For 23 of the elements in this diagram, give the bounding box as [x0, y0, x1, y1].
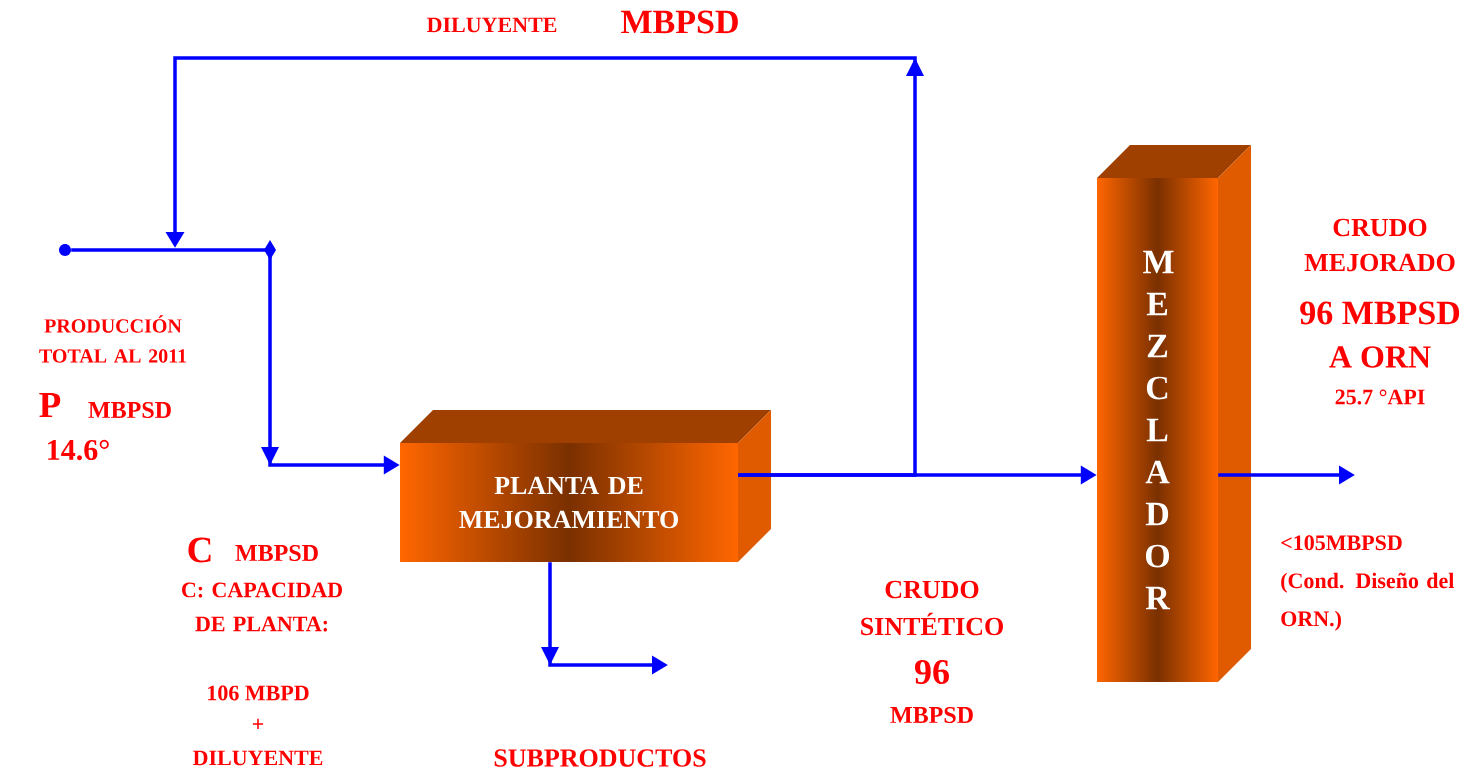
label-text: 96 MBPSD: [1300, 301, 1460, 325]
label-text: 106 MBPD: [208, 685, 309, 701]
process-block: PLANTA DE MEJORAMIENTO: [400, 410, 771, 562]
label-text: PRODUCCIÓN TOTAL AL 2011: [39, 315, 187, 363]
label-text: CRUDO MEJORADO: [1304, 218, 1455, 272]
label-text: P: [39, 392, 61, 418]
label-text: MBPSD: [890, 706, 973, 724]
label-text: 14.6°: [48, 439, 109, 461]
label-text: <105MBPSD (Cond. Diseño del ORN.): [1281, 535, 1454, 631]
label-text: SUBPRODUCTOS: [494, 749, 706, 767]
label-text: +: [252, 718, 264, 730]
label-text: CRUDO SINTÉTICO: [861, 580, 1003, 636]
label-text: DILUYENTE: [193, 750, 323, 766]
label-text: DILUYENTE: [427, 17, 557, 33]
label-text: MBPSD: [88, 401, 171, 419]
label-text: MBPSD: [621, 10, 738, 34]
label-text: MBPSD: [235, 544, 318, 562]
mixer-column: MEZCLADOR: [1097, 145, 1251, 682]
label-text: C: CAPACIDAD DE PLANTA:: [182, 582, 342, 632]
label-text: C: [188, 537, 211, 563]
label-text: 96: [915, 659, 949, 685]
label-text: A ORN: [1329, 346, 1431, 368]
label-text: 25.7 °API: [1335, 389, 1425, 405]
